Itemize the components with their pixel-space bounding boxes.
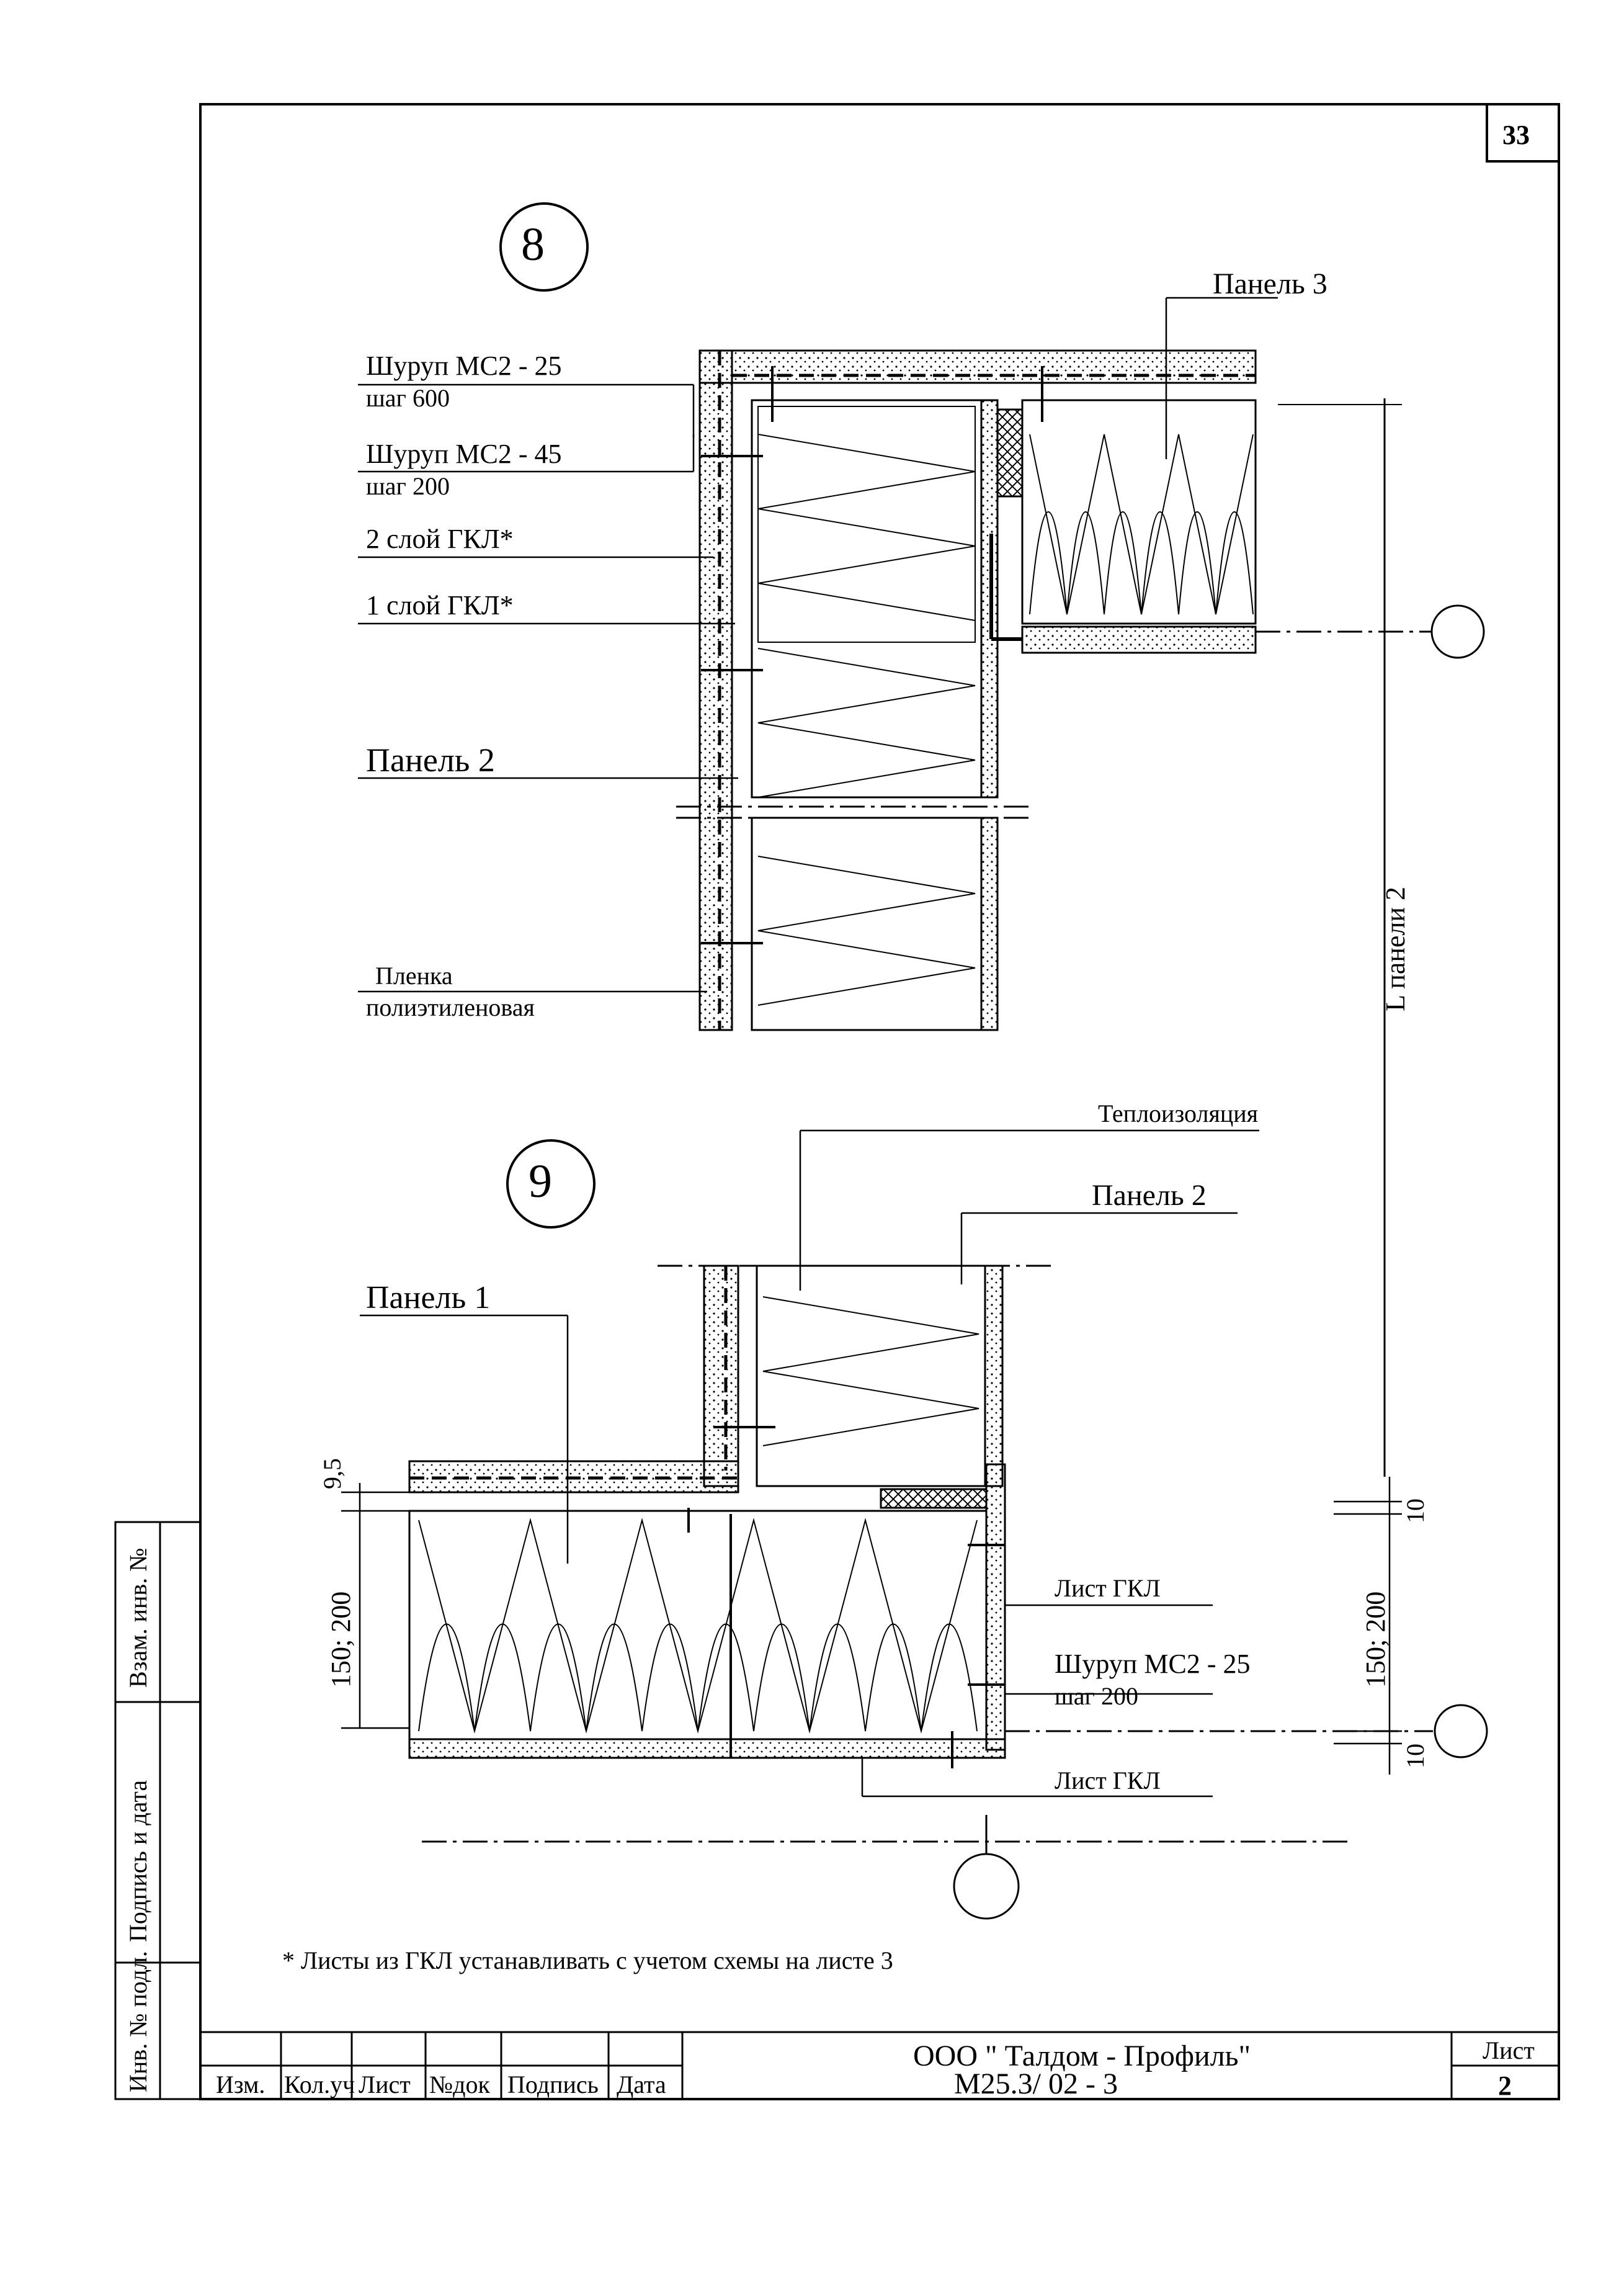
screw-label-1: Шуруп МС2 - 25 <box>366 351 562 381</box>
screw-pitch-9: шаг 200 <box>1055 1682 1138 1710</box>
sheet-frame <box>199 103 1560 2100</box>
dim-panel-2-length: L панели 2 <box>1380 887 1411 1011</box>
sheet-label: Лист <box>1483 2036 1535 2064</box>
sheet-value: 2 <box>1498 2071 1512 2101</box>
title-block <box>200 2031 1559 2099</box>
dim-10-bottom: 10 <box>1401 1744 1429 1768</box>
detail-9-leaders <box>360 1129 1259 1798</box>
film-label-1: Пленка <box>375 962 453 990</box>
title-col-ndok: №док <box>429 2071 490 2098</box>
title-col-kolu: Кол.уч <box>284 2071 355 2098</box>
title-col-data: Дата <box>617 2071 666 2098</box>
film-label-2: полиэтиленовая <box>366 993 535 1021</box>
title-col-podpis: Подпись <box>507 2071 599 2098</box>
panel-2-label: Панель 2 <box>366 741 495 779</box>
dim-150-200-right: 150; 200 <box>1360 1591 1391 1688</box>
screw-pitch-2: шаг 200 <box>366 472 450 500</box>
detail-8-leaders <box>358 297 1278 993</box>
gkl-layer-1-label: 1 слой ГКЛ* <box>366 590 514 620</box>
title-col-list: Лист <box>359 2071 411 2098</box>
stamp-sign-date: Подпись и дата <box>124 1780 152 1942</box>
stamp-inv-replace: Взам. инв. № <box>124 1547 152 1688</box>
insulation-label: Теплоизоляция <box>1098 1099 1259 1127</box>
document-code: М25.3/ 02 - 3 <box>954 2067 1118 2100</box>
panel-3-label: Панель 3 <box>1213 267 1327 300</box>
gkl-sheet-label-2: Лист ГКЛ <box>1055 1767 1161 1794</box>
screw-label-2: Шуруп МС2 - 45 <box>366 439 562 469</box>
detail-8-number: 8 <box>521 218 545 271</box>
gkl-layer-2-label: 2 слой ГКЛ* <box>366 524 514 554</box>
title-col-izm: Изм. <box>216 2071 265 2098</box>
panel-2-label-9: Панель 2 <box>1092 1179 1207 1212</box>
gkl-sheet-label-1: Лист ГКЛ <box>1055 1574 1161 1602</box>
company-name: ООО " Талдом - Профиль" <box>913 2040 1251 2072</box>
detail-9-marker <box>506 1139 596 1229</box>
side-stamp <box>114 1521 202 2100</box>
detail-9-section <box>341 1265 1488 1920</box>
dim-9-5: 9,5 <box>318 1458 346 1489</box>
footnote: * Листы из ГКЛ устанавливать с учетом сх… <box>282 1946 893 1974</box>
stamp-inv-orig: Инв. № подл. <box>124 1951 152 2092</box>
dim-10-top: 10 <box>1401 1498 1429 1523</box>
detail-8-section <box>676 349 1485 1477</box>
sheet-number: 33 <box>1502 120 1530 150</box>
panel-1-label: Панель 1 <box>366 1280 491 1315</box>
screw-label-9: Шуруп МС2 - 25 <box>1055 1649 1251 1679</box>
detail-8-marker <box>499 202 589 292</box>
dim-150-200-left: 150; 200 <box>326 1591 356 1688</box>
detail-9-number: 9 <box>529 1155 552 1207</box>
screw-pitch-1: шаг 600 <box>366 384 450 412</box>
